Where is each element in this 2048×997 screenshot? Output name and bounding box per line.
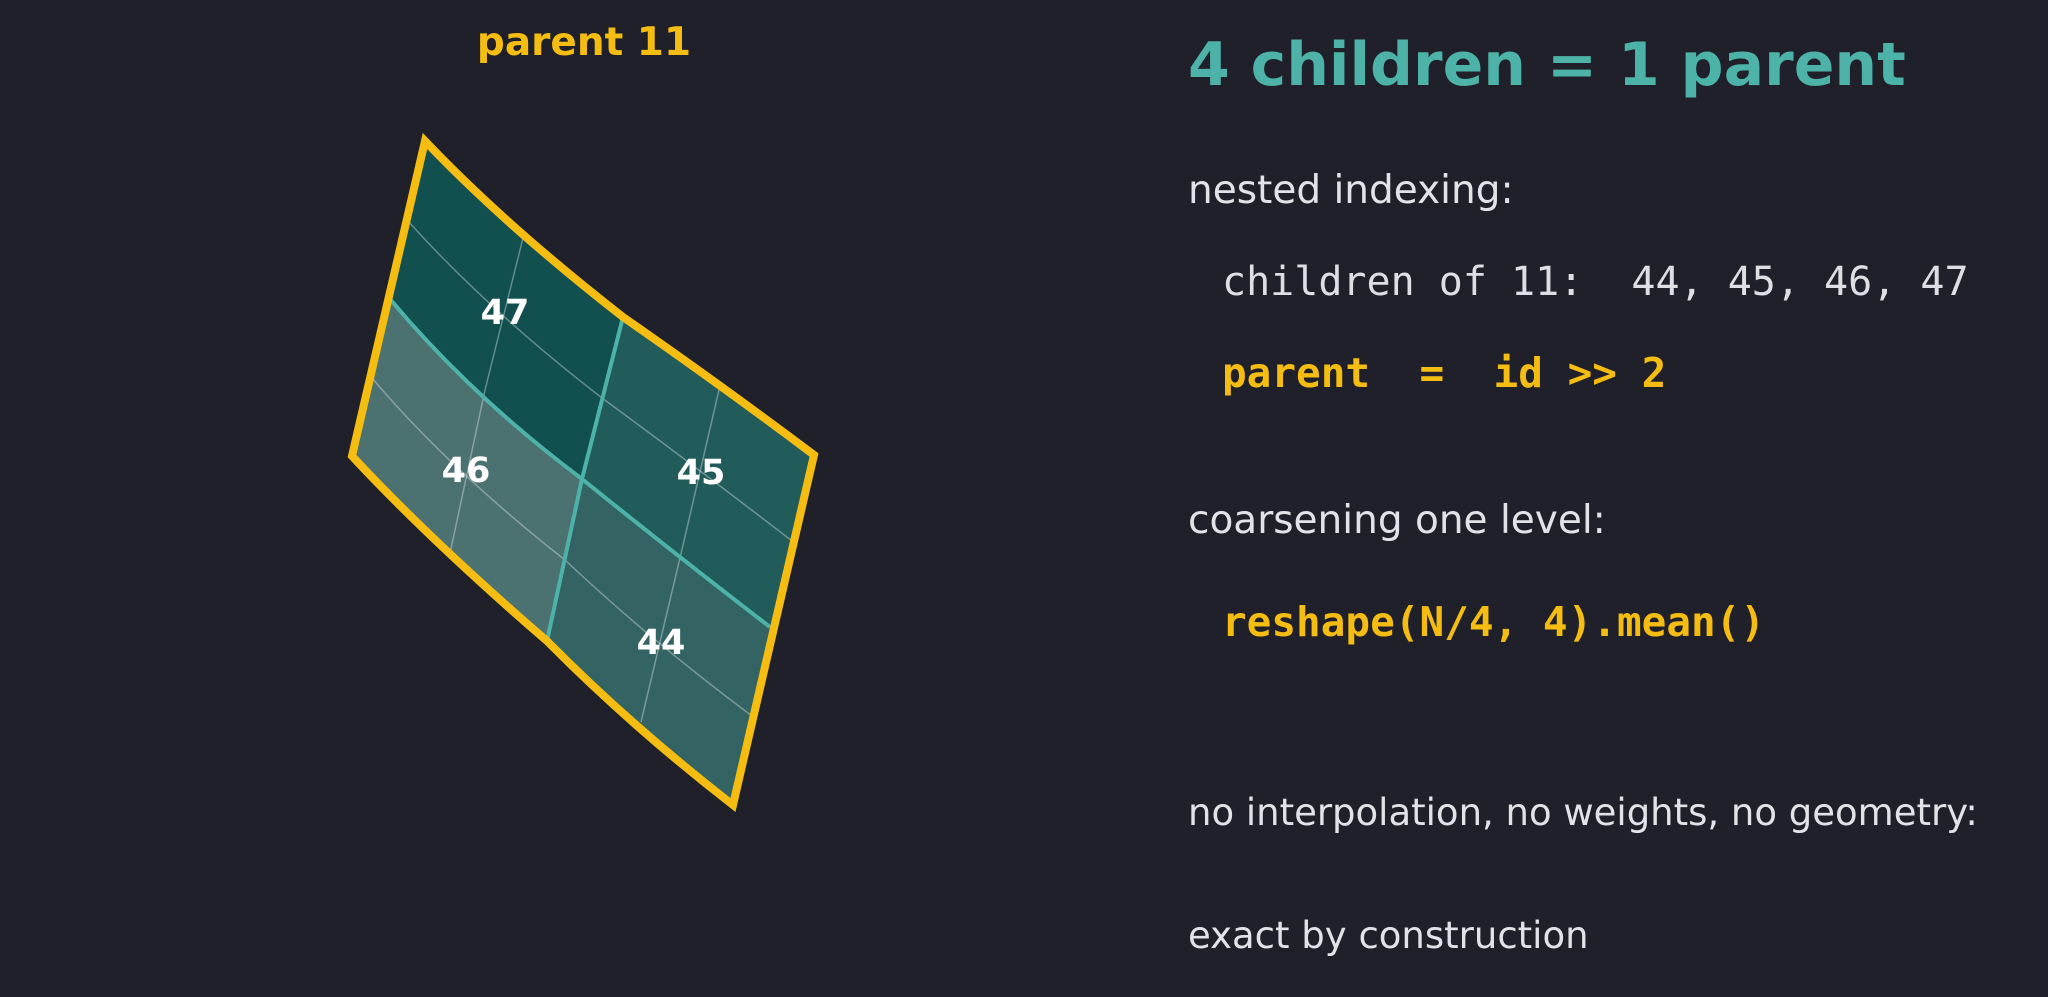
coarsening-code: reshape(N/4, 4).mean() [1222,598,1766,646]
child-cell-45 [582,317,814,627]
panel-title: 4 children = 1 parent [1188,30,1906,100]
parent-formula: parent = id >> 2 [1222,349,1667,397]
child-label-44: 44 [637,623,686,663]
child-cell-44 [547,479,770,805]
cell-diagram: parent 11 47 45 46 44 [347,20,819,812]
child-cell-46 [352,299,582,641]
child-boundaries [388,297,772,642]
parent-label: parent 11 [477,20,691,65]
child-label-47: 47 [481,293,530,333]
children-of-parent-line: children of 11: 44, 45, 46, 47 [1222,259,1969,305]
child-label-45: 45 [677,453,726,493]
construction-note: no interpolation, no weights, no geometr… [1188,710,1978,997]
child-cell-47 [390,141,623,479]
coarsening-label: coarsening one level: [1188,498,1606,543]
parent-cell-outline [347,132,819,812]
construction-note-line-1: no interpolation, no weights, no geometr… [1188,791,1978,834]
construction-note-line-2: exact by construction [1188,914,1589,957]
nested-indexing-label: nested indexing: [1188,168,1514,213]
child-label-46: 46 [442,451,491,491]
